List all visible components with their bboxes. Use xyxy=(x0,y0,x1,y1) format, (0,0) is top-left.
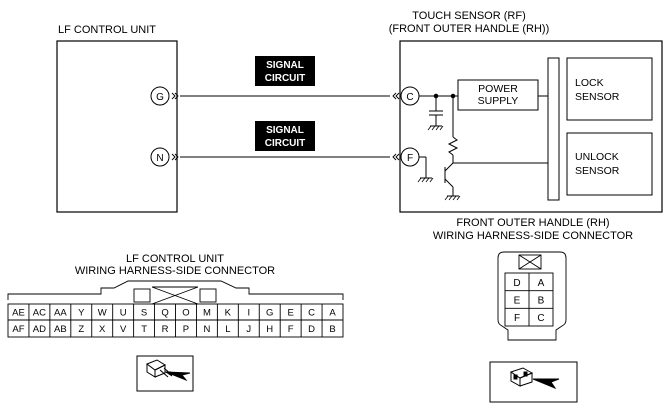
connector-pin-label: P xyxy=(183,324,189,335)
ground-icon xyxy=(427,125,444,131)
connector-pin-label: Y xyxy=(78,308,85,319)
connector-pin-label: C xyxy=(537,313,544,324)
connector-view-arrow-icon xyxy=(145,359,191,382)
connector-pin-label: B xyxy=(538,296,545,307)
handle-connector-pins: D A E B F C xyxy=(505,273,553,326)
unlock-sensor-label: SENSOR xyxy=(575,165,620,177)
lock-sensor-box xyxy=(566,57,653,121)
connector-pin-label: D xyxy=(513,278,520,289)
power-supply-label: SUPPLY xyxy=(478,95,519,107)
pin-n-label: N xyxy=(156,153,163,164)
connector-pin-label: AA xyxy=(54,308,67,319)
connector-pin-label: H xyxy=(266,324,273,335)
connector-pin-label: E xyxy=(514,296,521,307)
ground-icon xyxy=(444,195,461,201)
connector-pin-label: F xyxy=(288,324,294,335)
sensor-bus-bar xyxy=(547,57,560,201)
connector-pin-label: A xyxy=(538,278,545,289)
handle-connector-title-line1: FRONT OUTER HANDLE (RH) xyxy=(456,217,609,229)
connector-pin-label: S xyxy=(141,308,147,319)
connector-pin-label: AB xyxy=(54,324,67,335)
unlock-sensor-box xyxy=(566,132,653,196)
pin-g-label: G xyxy=(156,92,164,103)
signal-circuit-badge-1 xyxy=(255,56,315,86)
pin-c-label: C xyxy=(406,92,413,103)
chevron-left-icon xyxy=(392,92,400,100)
pin-f-label: F xyxy=(407,153,413,164)
lf-connector-title-line2: WIRING HARNESS-SIDE CONNECTOR xyxy=(75,265,275,277)
connector-pin-label: L xyxy=(225,324,230,335)
connector-view-arrow-icon xyxy=(509,367,560,390)
connector-pin-label: W xyxy=(98,308,107,319)
connector-view-frame xyxy=(489,361,578,403)
sensor-internal-circuit xyxy=(419,93,548,196)
connector-pin-label: M xyxy=(203,308,211,319)
connector-pin-label: AC xyxy=(33,308,46,319)
connector-pin-label: AD xyxy=(33,324,46,335)
connector-pin-label: T xyxy=(141,324,147,335)
lf-unit-title: LF CONTROL UNIT xyxy=(58,24,156,36)
connector-pin-label: Q xyxy=(161,308,168,319)
connector-pin-label: AF xyxy=(12,324,24,335)
connector-pin-label: U xyxy=(120,308,127,319)
power-supply-box xyxy=(457,79,539,111)
lf-unit-box xyxy=(56,40,178,213)
lf-connector-title-line1: LF CONTROL UNIT xyxy=(126,253,224,265)
connector-pin-label: V xyxy=(120,324,127,335)
lock-sensor-label: SENSOR xyxy=(575,91,620,103)
connector-pin-label: I xyxy=(247,308,250,319)
signal-circuit-line2: CIRCUIT xyxy=(265,138,306,149)
pin-n-terminal xyxy=(150,147,170,167)
lock-sensor-label: LOCK xyxy=(575,77,604,89)
signal-circuit-badge-2 xyxy=(255,121,315,151)
connector-pin-label: G xyxy=(266,308,273,319)
connector-pin-label: O xyxy=(182,308,189,319)
connector-pin-label: AE xyxy=(12,308,25,319)
connector-pin-label: K xyxy=(225,308,232,319)
connector-pin-label: C xyxy=(308,308,315,319)
power-supply-label: POWER xyxy=(478,83,518,95)
sensor-title-line2: (FRONT OUTER HANDLE (RH)) xyxy=(389,23,550,35)
lf-connector-pins: AE AC AA Y W U S Q O M K I G E C A AF AD AB Z X V T R P N L J H F D B xyxy=(12,304,336,337)
ground-icon xyxy=(417,177,434,183)
connector-pin-label: J xyxy=(246,324,251,335)
connector-pin-label: E xyxy=(287,308,293,319)
connector-pin-label: Z xyxy=(78,324,84,335)
unlock-sensor-label: UNLOCK xyxy=(575,151,619,163)
connector-pin-label: B xyxy=(329,324,335,335)
connector-pin-label: D xyxy=(308,324,315,335)
connector-pin-label: A xyxy=(329,308,336,319)
connector-pin-label: X xyxy=(99,324,106,335)
signal-circuit-line1: SIGNAL xyxy=(266,125,304,136)
handle-connector xyxy=(497,251,567,341)
signal-circuit-line2: CIRCUIT xyxy=(265,73,306,84)
sensor-title-line1: TOUCH SENSOR (RF) xyxy=(412,10,525,22)
chevron-left-icon xyxy=(392,153,400,161)
signal-circuit-line1: SIGNAL xyxy=(266,60,304,71)
connector-pin-label: F xyxy=(514,313,520,324)
connector-pin-label: N xyxy=(203,324,210,335)
pin-g-terminal xyxy=(150,86,170,106)
sensor-unit-box xyxy=(399,40,663,213)
handle-connector-title-line2: WIRING HARNESS-SIDE CONNECTOR xyxy=(433,230,633,242)
connector-pin-label: R xyxy=(162,324,169,335)
